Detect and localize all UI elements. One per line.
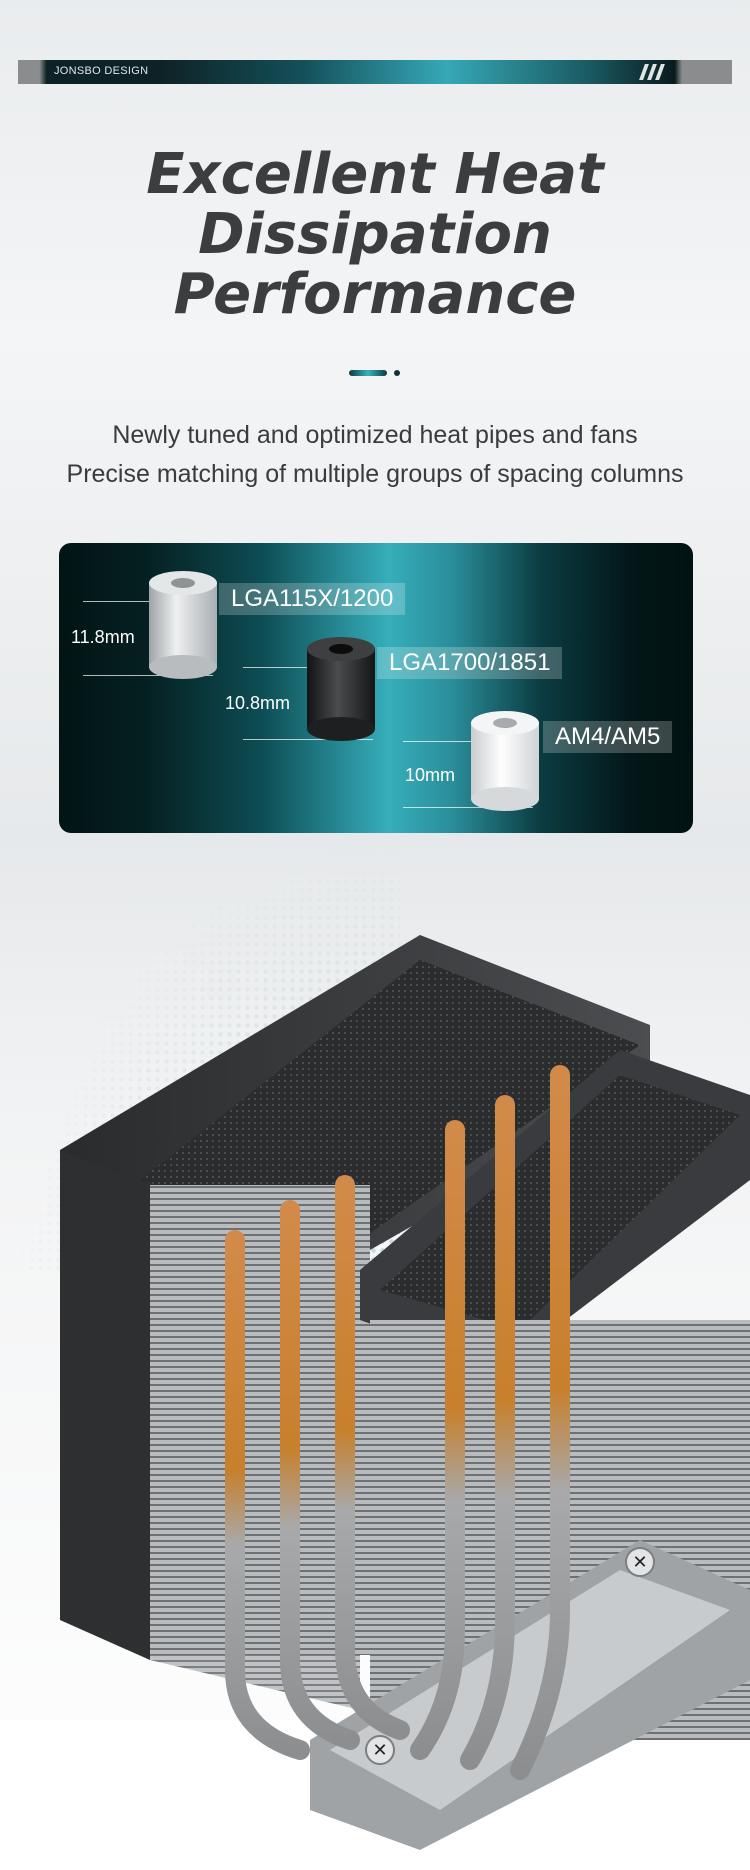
spacer-label-2: LGA1700/1851 [377, 647, 563, 679]
white-spacer-icon [471, 711, 539, 811]
spacer-height-3: 10mm [405, 765, 456, 785]
page-title: Excellent Heat Dissipation Performance [0, 145, 750, 325]
guide-line [83, 601, 213, 602]
silver-spacer-icon [149, 571, 217, 679]
spacer-panel: 11.8mm LGA115X/1200 10.8mm LGA1700/1851 … [59, 543, 693, 833]
title-line-3: Performance [173, 262, 577, 327]
subtitle-line-1: Newly tuned and optimized heat pipes and… [112, 421, 638, 449]
guide-line [83, 675, 213, 676]
svg-text:✕: ✕ [372, 1740, 387, 1761]
subtitle-line-2: Precise matching of multiple groups of s… [66, 460, 684, 488]
brand-label: JONSBO DESIGN [54, 65, 149, 77]
spacer-height-1: 11.8mm [71, 627, 135, 647]
guide-line [403, 741, 533, 742]
cpu-cooler-image: ✕ ✕ [0, 850, 750, 1870]
brand-bar: JONSBO DESIGN [18, 60, 732, 84]
guide-line [243, 739, 373, 740]
title-line-1: Excellent Heat [146, 142, 604, 207]
spacer-label-1: LGA115X/1200 [219, 583, 406, 615]
title-line-2: Dissipation [198, 202, 552, 267]
spacer-label-3: AM4/AM5 [543, 721, 673, 753]
black-spacer-icon [307, 637, 375, 741]
guide-line [403, 807, 533, 808]
stripes-icon [639, 64, 665, 80]
svg-text:✕: ✕ [632, 1552, 647, 1573]
title-divider [349, 370, 400, 376]
spacer-height-2: 10.8mm [225, 693, 291, 713]
